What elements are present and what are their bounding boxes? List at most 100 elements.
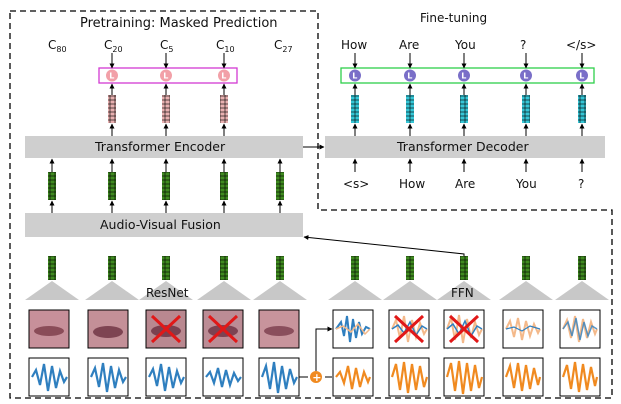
audio-feature-2 bbox=[460, 256, 468, 280]
resnet-triangle-0 bbox=[25, 281, 79, 300]
transformer-encoder-block bbox=[25, 136, 303, 158]
audio-feature-3 bbox=[522, 256, 530, 280]
clean-audio-frame-0 bbox=[28, 357, 70, 397]
decoder-input-4: ? bbox=[578, 177, 584, 191]
clean-audio-frames bbox=[28, 357, 300, 397]
pretraining-loss-nodes: L L L bbox=[106, 69, 230, 82]
decoder-input-0: <s> bbox=[343, 177, 369, 191]
decoder-features bbox=[351, 95, 586, 123]
noise-audio-frames bbox=[332, 357, 601, 397]
noise-audio-frame-4 bbox=[559, 357, 601, 397]
fused-feature-3 bbox=[220, 172, 228, 200]
add-symbol: + bbox=[312, 371, 321, 384]
loss-node-pink-3: L bbox=[218, 69, 230, 82]
mixed-audio-frame-2-masked bbox=[443, 309, 485, 349]
mixed-audio-frame-1-masked bbox=[388, 309, 430, 349]
fused-features bbox=[48, 172, 284, 200]
cluster-label-1: C20 bbox=[104, 38, 123, 54]
decoder-input-2: Are bbox=[455, 177, 475, 191]
audio-feature-4 bbox=[578, 256, 586, 280]
decoder-output-words: How Are You ? </s> bbox=[341, 38, 596, 52]
ffn-triangle-4 bbox=[555, 281, 609, 300]
cluster-label-3: C10 bbox=[216, 38, 235, 54]
noise-audio-frame-0 bbox=[332, 357, 374, 397]
decoder-feature-1 bbox=[406, 95, 414, 123]
svg-text:L: L bbox=[579, 72, 584, 81]
resnet-triangle-2 bbox=[139, 281, 193, 300]
ffn-triangle-2 bbox=[437, 281, 491, 300]
svg-text:L: L bbox=[109, 72, 114, 81]
visual-features bbox=[48, 256, 284, 280]
finetuning-title: Fine-tuning bbox=[420, 11, 487, 25]
clean-audio-frame-2 bbox=[145, 357, 187, 397]
visual-feature-4 bbox=[276, 256, 284, 280]
fused-to-encoder-arrows bbox=[49, 158, 283, 213]
loss-node-purple-2: L bbox=[458, 69, 470, 82]
ffn-label: FFN bbox=[451, 286, 474, 300]
audio-feature-1 bbox=[406, 256, 414, 280]
loss-node-pink-1: L bbox=[106, 69, 118, 82]
audio-feature-0 bbox=[351, 256, 359, 280]
decoder-output-0: How bbox=[341, 38, 367, 52]
mixed-audio-frames bbox=[332, 309, 601, 349]
noise-audio-frame-1 bbox=[388, 357, 430, 397]
decoder-input-3: You bbox=[515, 177, 537, 191]
projection-features bbox=[108, 95, 228, 123]
decoder-output-3: ? bbox=[520, 38, 526, 52]
visual-feature-1 bbox=[108, 256, 116, 280]
mixed-audio-frame-3 bbox=[502, 309, 544, 349]
lip-frame-0 bbox=[28, 309, 70, 349]
loss-node-pink-2: L bbox=[160, 69, 172, 82]
visual-feature-3 bbox=[220, 256, 228, 280]
projection-feature-3 bbox=[220, 95, 228, 123]
word-to-loss-arrows bbox=[109, 53, 585, 69]
visual-feature-2 bbox=[162, 256, 170, 280]
loss-node-purple-3: L bbox=[520, 69, 532, 82]
fused-feature-2 bbox=[162, 172, 170, 200]
decoder-output-4: </s> bbox=[566, 38, 596, 52]
fused-feature-0 bbox=[48, 172, 56, 200]
audio-to-fusion-arrow bbox=[303, 234, 465, 258]
decoder-input-words: <s> How Are You ? bbox=[343, 177, 584, 191]
svg-text:L: L bbox=[221, 72, 226, 81]
pretraining-title: Pretraining: Masked Prediction bbox=[80, 16, 278, 31]
lip-frames bbox=[28, 309, 300, 349]
ffn-triangle-0 bbox=[328, 281, 382, 300]
transformer-decoder-block bbox=[325, 136, 605, 158]
loss-node-purple-4: L bbox=[576, 69, 588, 82]
cluster-label-4: C27 bbox=[274, 38, 293, 54]
svg-text:L: L bbox=[523, 72, 528, 81]
finetuning-loss-nodes: L L L L L bbox=[349, 69, 588, 82]
cluster-label-0: C80 bbox=[48, 38, 67, 54]
svg-text:L: L bbox=[352, 72, 357, 81]
clean-audio-frame-1 bbox=[87, 357, 129, 397]
ffn-triangle-1 bbox=[383, 281, 437, 300]
small-arrows-top bbox=[109, 83, 585, 136]
svg-text:L: L bbox=[407, 72, 412, 81]
av-fusion-block bbox=[25, 213, 303, 237]
lip-frame-3-masked bbox=[202, 309, 244, 349]
noise-audio-frame-3 bbox=[502, 357, 544, 397]
projection-feature-2 bbox=[162, 95, 170, 123]
lip-frame-4 bbox=[258, 309, 300, 349]
fused-feature-1 bbox=[108, 172, 116, 200]
mixed-audio-frame-4 bbox=[559, 309, 601, 349]
mixed-audio-frame-0 bbox=[332, 309, 374, 349]
audio-features bbox=[351, 256, 586, 280]
resnet-triangle-3 bbox=[197, 281, 251, 300]
decoder-feature-4 bbox=[578, 95, 586, 123]
decoder-input-arrows bbox=[352, 158, 585, 172]
decoder-feature-3 bbox=[522, 95, 530, 123]
noise-mixing: + bbox=[299, 326, 333, 384]
lip-frame-1 bbox=[87, 309, 129, 349]
transformer-encoder-label: Transformer Encoder bbox=[94, 139, 226, 154]
add-node bbox=[310, 371, 322, 383]
decoder-feature-2 bbox=[460, 95, 468, 123]
decoder-feature-0 bbox=[351, 95, 359, 123]
loss-node-purple-0: L bbox=[349, 69, 361, 82]
decoder-output-2: You bbox=[454, 38, 476, 52]
cluster-label-2: C5 bbox=[160, 38, 173, 54]
clean-audio-frame-4 bbox=[258, 357, 300, 397]
